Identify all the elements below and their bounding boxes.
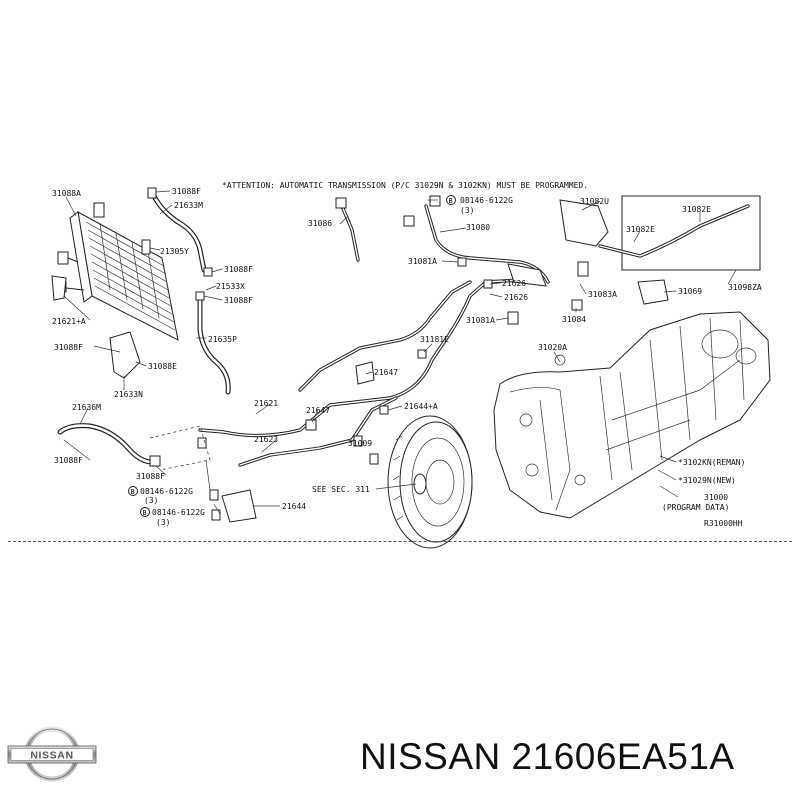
label-31181E: 31181E <box>420 335 449 344</box>
label-program-data: (PROGRAM DATA) <box>662 503 729 512</box>
label-21633N: 21633N <box>114 390 143 399</box>
label-21623: 21623 <box>254 435 278 444</box>
label-31029N-new: *31029N(NEW) <box>678 476 736 485</box>
label-31082E: 31082E <box>626 225 655 234</box>
label-31000: 31000 <box>704 493 728 502</box>
section-divider <box>8 541 792 542</box>
label-08146-6122G: 08146-6122G <box>460 196 513 205</box>
svg-text:B: B <box>131 488 135 496</box>
label-31088F: 31088F <box>54 456 83 465</box>
oil-cooler-radiator <box>53 202 179 341</box>
label-21621: 21621 <box>254 399 278 408</box>
attention-note: *ATTENTION: AUTOMATIC TRANSMISSION (P/C … <box>222 181 588 190</box>
label-31088F: 31088F <box>224 296 253 305</box>
label-21644A: 21644+A <box>404 402 438 411</box>
nissan-logo-text: NISSAN <box>30 750 73 762</box>
label-08146-6122G: 08146-6122G <box>152 508 205 517</box>
label-21305Y: 21305Y <box>160 247 189 256</box>
label-diagram-ref: R31000HH <box>704 519 743 528</box>
label-31086: 31086 <box>308 219 332 228</box>
label-31081A: 31081A <box>466 316 495 325</box>
label-31081A: 31081A <box>408 257 437 266</box>
label-08146-6122G: 08146-6122G <box>140 487 193 496</box>
label-21635P: 21635P <box>208 335 237 344</box>
label-21621A: 21621+A <box>52 317 86 326</box>
label-31082E: 31082E <box>682 205 711 214</box>
label-3102KN-reman: *3102KN(REMAN) <box>678 458 745 467</box>
automatic-transmission <box>493 311 771 519</box>
label-21626: 21626 <box>502 279 526 288</box>
label-see-sec-311: SEE SEC. 311 <box>312 485 370 494</box>
label-21647: 21647 <box>306 406 330 415</box>
leader-lines <box>63 190 737 515</box>
label-31069: 31069 <box>678 287 702 296</box>
label-qty-3: (3) <box>156 518 170 527</box>
label-qty-3: (3) <box>460 206 474 215</box>
label-31088E: 31088E <box>148 362 177 371</box>
label-21626: 21626 <box>504 293 528 302</box>
label-31082U: 31082U <box>580 197 609 206</box>
label-21647: 21647 <box>374 368 398 377</box>
label-31088A: 31088A <box>52 189 81 198</box>
nissan-logo: NISSAN <box>7 726 97 782</box>
svg-text:B: B <box>449 197 453 205</box>
torque-converter <box>387 415 473 549</box>
label-qty-3: (3) <box>144 496 158 505</box>
label-21636M: 21636M <box>72 403 101 412</box>
label-21644: 21644 <box>282 502 306 511</box>
clip-parts <box>147 187 669 523</box>
label-21533X: 21533X <box>216 282 245 291</box>
svg-text:B: B <box>143 509 147 517</box>
part-labels: 31088A 31088F 21633M 21305Y 31088F 21533… <box>52 187 762 528</box>
label-31084: 31084 <box>562 315 586 324</box>
bolt-markers: B B B <box>128 195 456 517</box>
part-number-title: NISSAN 21606EA51A <box>360 736 735 777</box>
label-31088F: 31088F <box>224 265 253 274</box>
label-31098ZA: 31098ZA <box>728 283 762 292</box>
label-31020A: 31020A <box>538 343 567 352</box>
label-31009: 31009 <box>348 439 372 448</box>
label-31088F: 31088F <box>136 472 165 481</box>
label-31083A: 31083A <box>588 290 617 299</box>
label-31088F: 31088F <box>172 187 201 196</box>
label-31088F: 31088F <box>54 343 83 352</box>
label-21633M: 21633M <box>174 201 203 210</box>
label-31080: 31080 <box>466 223 490 232</box>
